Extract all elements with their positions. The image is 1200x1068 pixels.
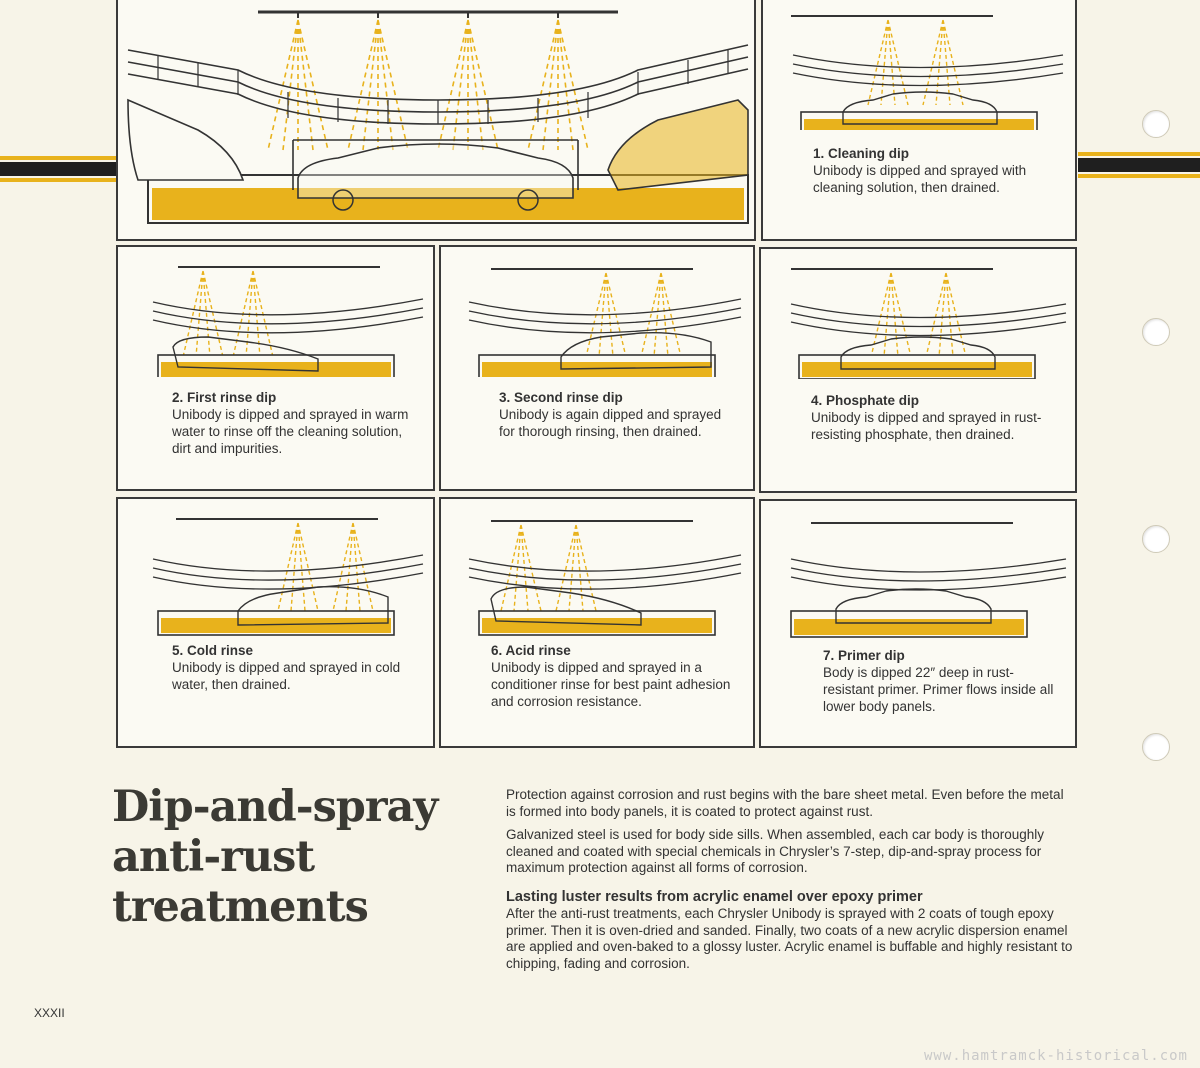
step-panel-primer-dip: 7. Primer dip Body is dipped 22″ deep in…: [759, 499, 1077, 748]
step-title: 7. Primer dip: [823, 648, 905, 663]
headline-line: anti-rust: [112, 832, 315, 882]
step-description: Unibody is dipped and sprayed in warm wa…: [172, 407, 409, 456]
body-paragraph: After the anti-rust treatments, each Chr…: [506, 906, 1073, 971]
binder-hole: [1142, 110, 1170, 138]
step-panel-first-rinse: 2. First rinse dip Unibody is dipped and…: [116, 245, 435, 491]
step-title: 1. Cleaning dip: [813, 146, 910, 161]
step-description: Unibody is dipped and sprayed in a condi…: [491, 660, 731, 709]
step-title: 2. First rinse dip: [172, 390, 277, 405]
hero-illustration-svg: [127, 10, 749, 224]
step-illustration: [790, 268, 1067, 379]
step-description: Unibody is dipped and sprayed in cold wa…: [172, 660, 401, 692]
step-description: Unibody is dipped and sprayed with clean…: [813, 163, 1027, 195]
step-title: 3. Second rinse dip: [499, 390, 623, 405]
step-description: Unibody is again dipped and sprayed for …: [499, 407, 722, 439]
headline-line: Dip-and-spray: [112, 782, 438, 832]
step-title: 5. Cold rinse: [172, 643, 254, 658]
step-title: 4. Phosphate dip: [811, 393, 920, 408]
step-title: 6. Acid rinse: [491, 643, 571, 658]
page-number: XXXII: [34, 1006, 65, 1020]
step-panel-cleaning-dip: 1. Cleaning dip Unibody is dipped and sp…: [761, 0, 1077, 241]
step-description: Body is dipped 22″ deep in rust-resistan…: [823, 665, 1054, 714]
step-illustration: [468, 520, 742, 636]
watermark: www.hamtramck-historical.com: [923, 1048, 1188, 1064]
right-stripe-band: [1078, 152, 1200, 178]
step-caption: 2. First rinse dip Unibody is dipped and…: [172, 389, 412, 457]
step-caption: 6. Acid rinse Unibody is dipped and spra…: [491, 642, 731, 710]
headline-line: treatments: [112, 882, 369, 932]
step-caption: 5. Cold rinse Unibody is dipped and spra…: [172, 642, 412, 693]
step-caption: 1. Cleaning dip Unibody is dipped and sp…: [813, 145, 1053, 196]
body-subheading: Lasting luster results from acrylic enam…: [506, 888, 923, 905]
step-panel-second-rinse: 3. Second rinse dip Unibody is again dip…: [439, 245, 755, 491]
step-caption: 3. Second rinse dip Unibody is again dip…: [499, 389, 739, 440]
step-illustration: [152, 266, 424, 377]
binder-hole: [1142, 318, 1170, 346]
step-description: Unibody is dipped and sprayed in rust-re…: [811, 410, 1042, 442]
step-panel-phosphate-dip: 4. Phosphate dip Unibody is dipped and s…: [759, 247, 1077, 493]
body-paragraph: Protection against corrosion and rust be…: [506, 787, 1064, 819]
hero-dip-illustration: [116, 0, 756, 241]
body-paragraph: Galvanized steel is used for body side s…: [506, 827, 1045, 875]
step-illustration: [791, 15, 1064, 130]
step-panel-cold-rinse: 5. Cold rinse Unibody is dipped and spra…: [116, 497, 435, 748]
step-illustration: [152, 518, 424, 636]
step-illustration: [468, 268, 742, 377]
step-illustration: [790, 522, 1067, 638]
binder-hole: [1142, 733, 1170, 761]
step-caption: 4. Phosphate dip Unibody is dipped and s…: [811, 392, 1051, 443]
step-panel-acid-rinse: 6. Acid rinse Unibody is dipped and spra…: [439, 497, 755, 748]
binder-hole: [1142, 525, 1170, 553]
step-caption: 7. Primer dip Body is dipped 22″ deep in…: [823, 647, 1063, 715]
body-copy: Protection against corrosion and rust be…: [506, 787, 1076, 979]
page-headline: Dip-and-spray anti-rust treatments: [112, 782, 452, 932]
left-stripe-band: [0, 156, 116, 182]
